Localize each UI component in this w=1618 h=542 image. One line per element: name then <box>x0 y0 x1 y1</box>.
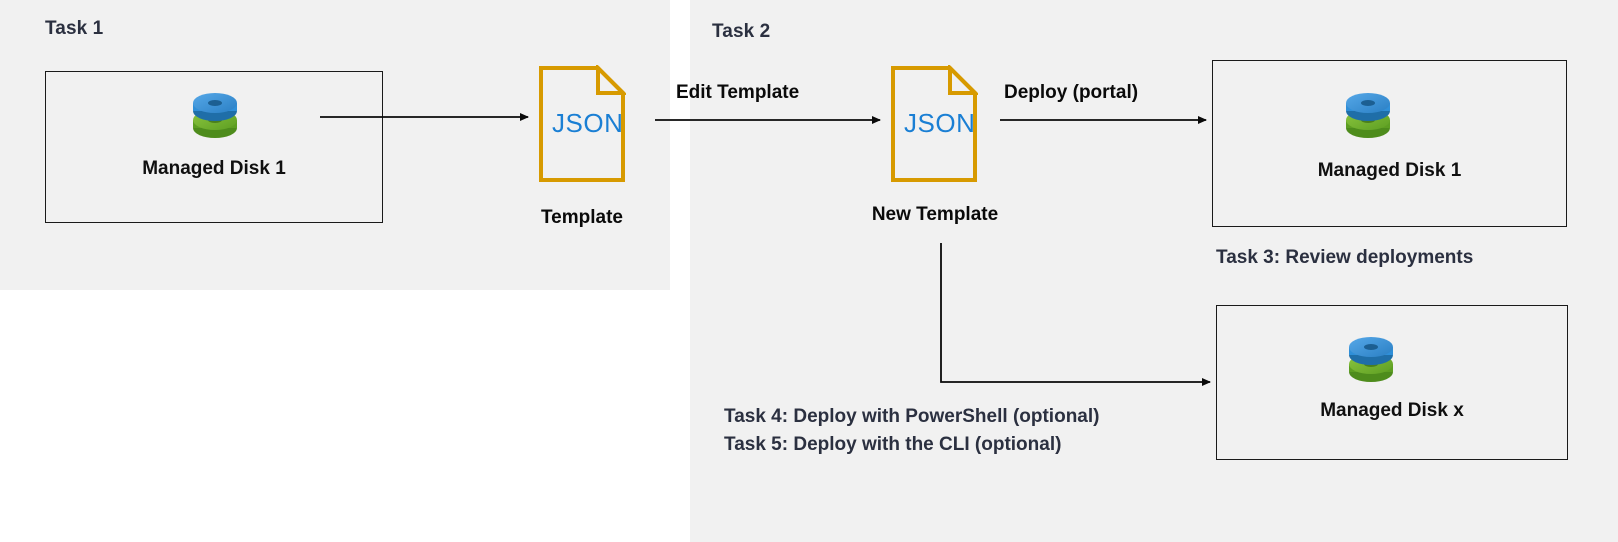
managed-disk-icon-2 <box>1339 88 1397 144</box>
json-document-icon[interactable] <box>538 63 628 183</box>
template-caption: Template <box>540 207 623 228</box>
task3-note: Task 3: Review deployments <box>1216 247 1474 268</box>
task2-title: Task 2 <box>712 21 771 42</box>
managed-disk-1-left-box[interactable] <box>45 71 383 223</box>
json-document-icon-2[interactable] <box>890 63 980 183</box>
task1-panel <box>0 0 670 290</box>
managed-disk-1-right-box[interactable] <box>1212 60 1567 227</box>
deploy-portal-edge-label: Deploy (portal) <box>1004 82 1139 103</box>
new-template-caption: New Template <box>871 204 999 225</box>
managed-disk-1-right-label: Managed Disk 1 <box>1317 160 1462 181</box>
managed-disk-1-left-label: Managed Disk 1 <box>142 158 286 179</box>
managed-disk-icon <box>186 88 244 144</box>
managed-disk-icon-3 <box>1342 332 1400 388</box>
task1-title: Task 1 <box>45 18 104 39</box>
managed-disk-x-box[interactable] <box>1216 305 1568 460</box>
managed-disk-x-label: Managed Disk x <box>1320 400 1464 421</box>
json-label-2: JSON <box>904 108 976 138</box>
json-label-1: JSON <box>552 108 624 138</box>
edit-template-edge-label: Edit Template <box>676 82 800 103</box>
task5-note: Task 5: Deploy with the CLI (optional) <box>724 434 1062 455</box>
task4-note: Task 4: Deploy with PowerShell (optional… <box>724 406 1100 427</box>
